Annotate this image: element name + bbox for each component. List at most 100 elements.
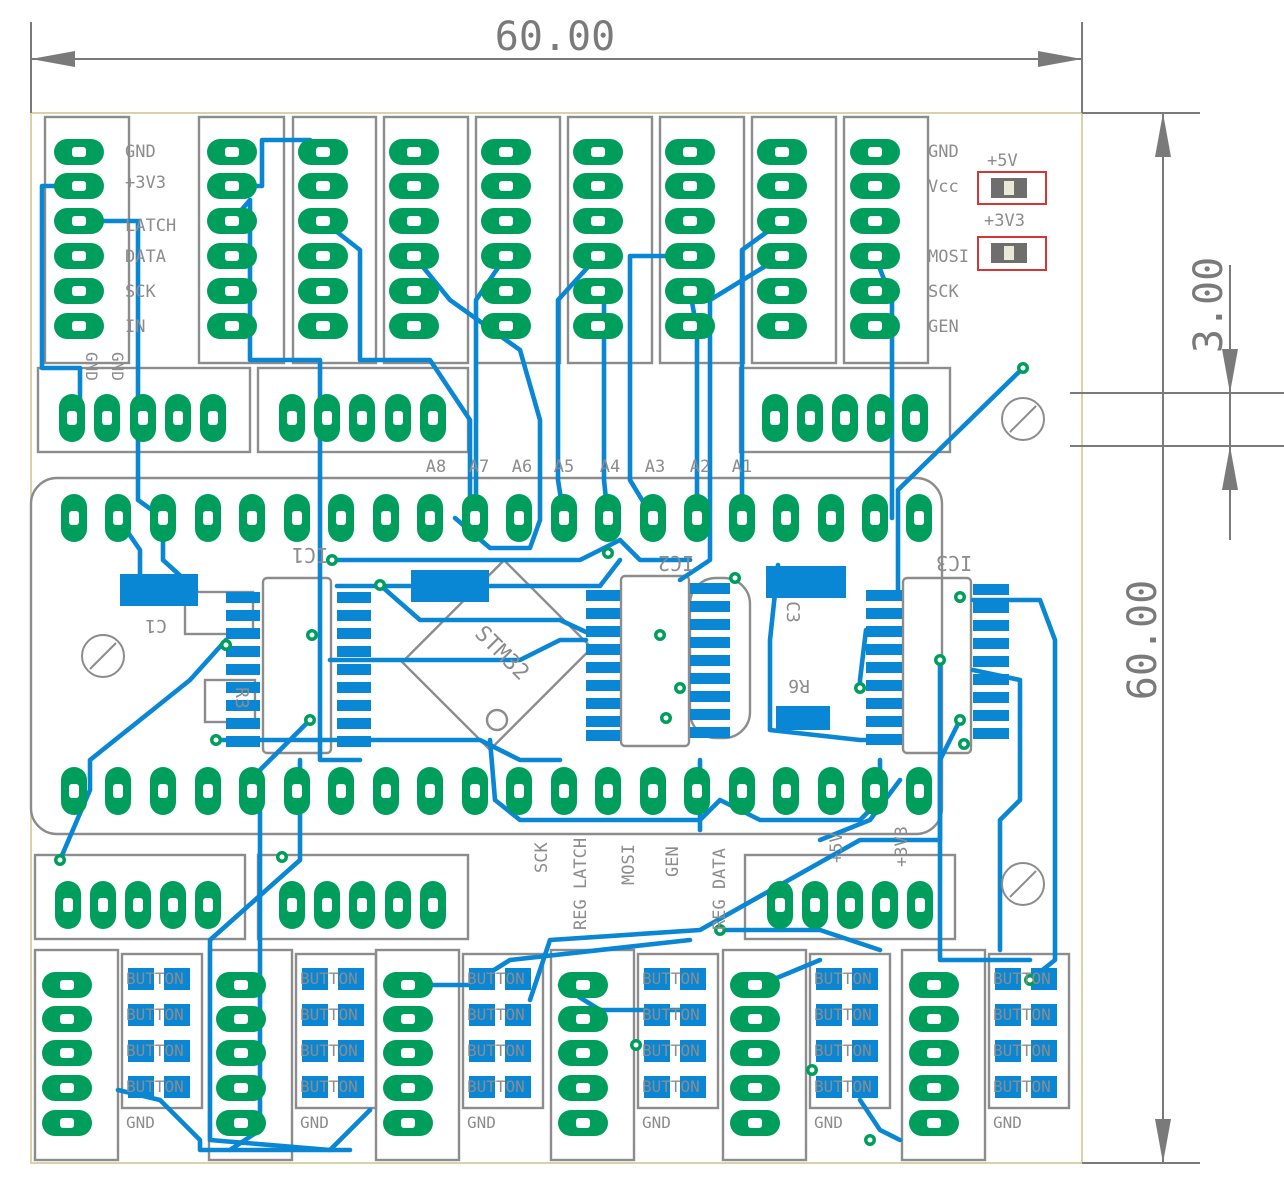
smd-pad	[128, 1004, 154, 1026]
component-outline	[33, 948, 120, 1162]
header-pad	[216, 1006, 266, 1032]
smd-pad	[586, 662, 620, 673]
ic3-label: IC3	[936, 551, 972, 575]
copper-trace	[229, 197, 363, 763]
header-pad	[684, 767, 710, 815]
header-pad	[42, 1006, 92, 1032]
header-pad	[165, 394, 191, 442]
header-pad	[909, 1110, 959, 1136]
header-pad	[383, 1110, 433, 1136]
button-label: BUTTON	[300, 1005, 358, 1024]
gnd-vertical-label: GND	[108, 352, 127, 381]
smd-pads	[120, 566, 1057, 1098]
width-dimension-label: 60.00	[495, 14, 615, 60]
bottom-signal-label: +3V3	[892, 826, 912, 867]
button-label: BUTTON	[126, 969, 184, 988]
smd-pad	[866, 734, 902, 745]
smd-pad	[852, 1076, 878, 1098]
through-hole-pads	[42, 139, 1036, 1146]
via	[602, 547, 614, 559]
analog-pin-label: A2	[690, 457, 710, 477]
right-header-label: Vcc	[928, 177, 959, 197]
smd-pad	[120, 574, 198, 606]
mounting-holes	[81, 397, 1045, 906]
height-dimension-label: 60.00	[1120, 580, 1166, 700]
header-pad	[389, 173, 439, 199]
smd-pad	[337, 682, 371, 693]
smd-pad	[226, 700, 260, 711]
header-pad	[385, 881, 411, 929]
header-pad	[61, 494, 87, 542]
header-pad	[850, 173, 900, 199]
header-pad	[481, 173, 531, 199]
via	[210, 734, 222, 746]
header-pad	[909, 1040, 959, 1066]
smd-pad	[866, 644, 902, 655]
header-pad	[284, 767, 310, 815]
via	[220, 639, 232, 651]
smd-pad	[586, 680, 620, 691]
button-label: BUTTON	[126, 1041, 184, 1060]
button-label: BUTTON	[993, 1077, 1051, 1096]
power-jumper-5v	[977, 171, 1047, 205]
header-pad	[551, 494, 577, 542]
smd-pad	[816, 1004, 842, 1026]
header-pad	[389, 313, 439, 339]
analog-pin-label: A1	[732, 457, 752, 477]
header-pad	[462, 494, 488, 542]
header-pad	[665, 139, 715, 165]
smd-pad	[226, 718, 260, 729]
copper-trace	[207, 757, 373, 1153]
header-pad	[832, 394, 858, 442]
analog-pin-label: A7	[469, 457, 489, 477]
smd-pad	[690, 601, 730, 612]
header-pad	[216, 1075, 266, 1101]
header-pad	[383, 1006, 433, 1032]
smd-pad	[866, 680, 902, 691]
component-outline	[658, 115, 746, 365]
smd-pad	[505, 1040, 531, 1062]
smd-pad	[586, 644, 620, 655]
smd-pad	[680, 1004, 706, 1026]
button-label: BUTTON	[814, 1005, 872, 1024]
header-pad	[42, 972, 92, 998]
header-pad	[207, 313, 257, 339]
copper-trace	[937, 717, 1033, 963]
smd-pad	[302, 968, 328, 990]
hole-offset-label: 3.00	[1186, 257, 1232, 353]
component-outline	[261, 576, 333, 755]
header-pad	[383, 972, 433, 998]
smd-pad	[973, 656, 1009, 667]
header-pad	[757, 208, 807, 234]
smd-pad	[973, 674, 1009, 685]
smd-pad	[586, 626, 620, 637]
smd-pad	[411, 570, 489, 602]
power-jumper-3v3	[977, 236, 1047, 271]
smd-pad	[644, 1040, 670, 1062]
header-pad	[216, 972, 266, 998]
smd-pad	[337, 610, 371, 621]
header-pad	[729, 494, 755, 542]
bottom-signal-label: MOSI	[619, 844, 639, 885]
header-pad	[314, 881, 340, 929]
button-gnd-label: GND	[993, 1113, 1022, 1132]
header-pad	[762, 394, 788, 442]
smd-pad	[586, 590, 620, 601]
header-pad	[481, 278, 531, 304]
silkscreen-labels: GND +3V3 LATCH DATA SCK IN GND Vcc MOSI …	[82, 142, 1025, 930]
header-pad	[797, 394, 823, 442]
component-outline	[43, 115, 131, 365]
header-pad	[837, 881, 863, 929]
smd-pad	[766, 566, 846, 598]
component-outline	[461, 952, 545, 1110]
smd-pad	[776, 706, 830, 730]
via	[958, 738, 970, 750]
header-pad	[125, 881, 151, 929]
header-pad	[773, 494, 799, 542]
analog-pin-label: A6	[512, 457, 532, 477]
header-pad	[417, 494, 443, 542]
header-pad	[573, 243, 623, 269]
header-pad	[298, 278, 348, 304]
smd-pad	[690, 727, 730, 738]
